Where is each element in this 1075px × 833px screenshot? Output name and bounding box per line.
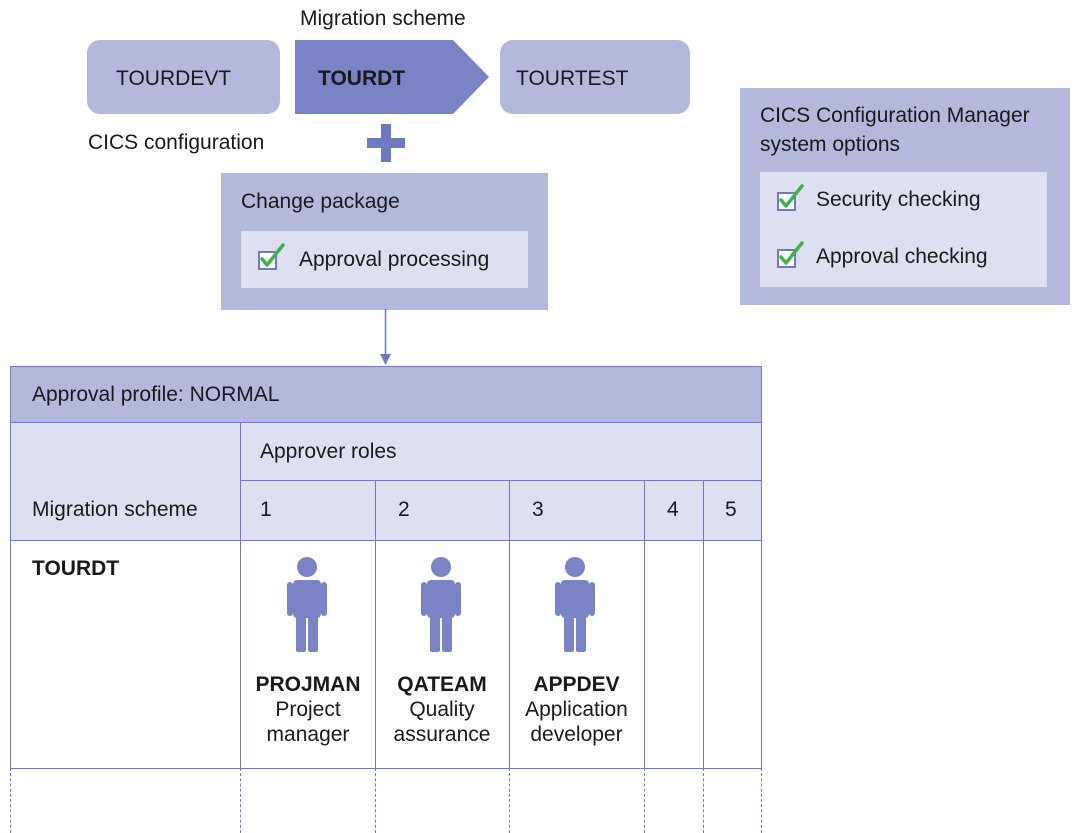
approver-roles-label: Approver roles [260, 440, 397, 463]
role-number-5: 5 [725, 498, 737, 521]
approver-desc: developer [530, 723, 623, 746]
approver-id: PROJMAN [255, 673, 361, 696]
approver-desc: Project [275, 698, 341, 721]
stage-tourtest-label: TOURTEST [516, 67, 629, 90]
stage-tourtest: TOURTEST [500, 40, 690, 114]
approver-desc: Application [525, 698, 628, 721]
role-number-4: 4 [667, 498, 679, 521]
person-icon [555, 557, 595, 652]
approver-desc: manager [266, 723, 350, 746]
approver-id: QATEAM [397, 673, 487, 696]
approver-id: APPDEV [533, 673, 620, 696]
approver-appdev: APPDEV Application developer [509, 672, 644, 747]
checkbox-checked-icon [777, 184, 804, 211]
approver-desc: assurance [393, 723, 491, 746]
migration-scheme-title: Migration scheme [300, 7, 466, 30]
approver-projman: PROJMAN Project manager [241, 672, 375, 747]
scheme-name: TOURDT [32, 557, 120, 580]
security-checking-label: Security checking [816, 188, 981, 211]
roles-header-area [10, 422, 762, 540]
change-package-panel: Change package Approval processing [221, 173, 548, 310]
change-package-title: Change package [241, 190, 400, 213]
role-number-2: 2 [398, 498, 410, 521]
plus-icon [367, 124, 405, 162]
approval-profile-title: Approval profile: NORMAL [32, 383, 280, 406]
stage-tourdevt: TOURDEVT [87, 40, 280, 114]
system-options-panel: CICS Configuration Manager system option… [740, 88, 1070, 305]
approver-qateam: QATEAM Quality assurance [375, 672, 509, 747]
checkbox-checked-icon [777, 241, 804, 268]
system-options-title-line1: CICS Configuration Manager [760, 104, 1030, 127]
cics-configuration-label: CICS configuration [88, 131, 265, 154]
stage-tourdt-label: TOURDT [318, 67, 406, 90]
checkbox-checked-icon [258, 243, 285, 270]
role-number-3: 3 [532, 498, 544, 521]
connector-arrow [380, 309, 391, 365]
approval-processing-label: Approval processing [299, 248, 490, 271]
person-icon [421, 557, 461, 652]
approver-desc: Quality [409, 698, 475, 721]
stage-tourdevt-label: TOURDEVT [116, 67, 232, 90]
system-options-list: Security checking Approval checking [760, 172, 1047, 287]
person-icon [287, 557, 327, 652]
approval-profile-header: Approval profile: NORMAL [10, 366, 762, 422]
approval-checking-label: Approval checking [816, 245, 988, 268]
system-options-title-line2: system options [760, 133, 901, 156]
migration-scheme-column-label: Migration scheme [32, 498, 198, 521]
approval-processing-option: Approval processing [241, 231, 528, 288]
stage-tourdt-arrow [295, 40, 489, 114]
role-number-1: 1 [260, 498, 272, 521]
